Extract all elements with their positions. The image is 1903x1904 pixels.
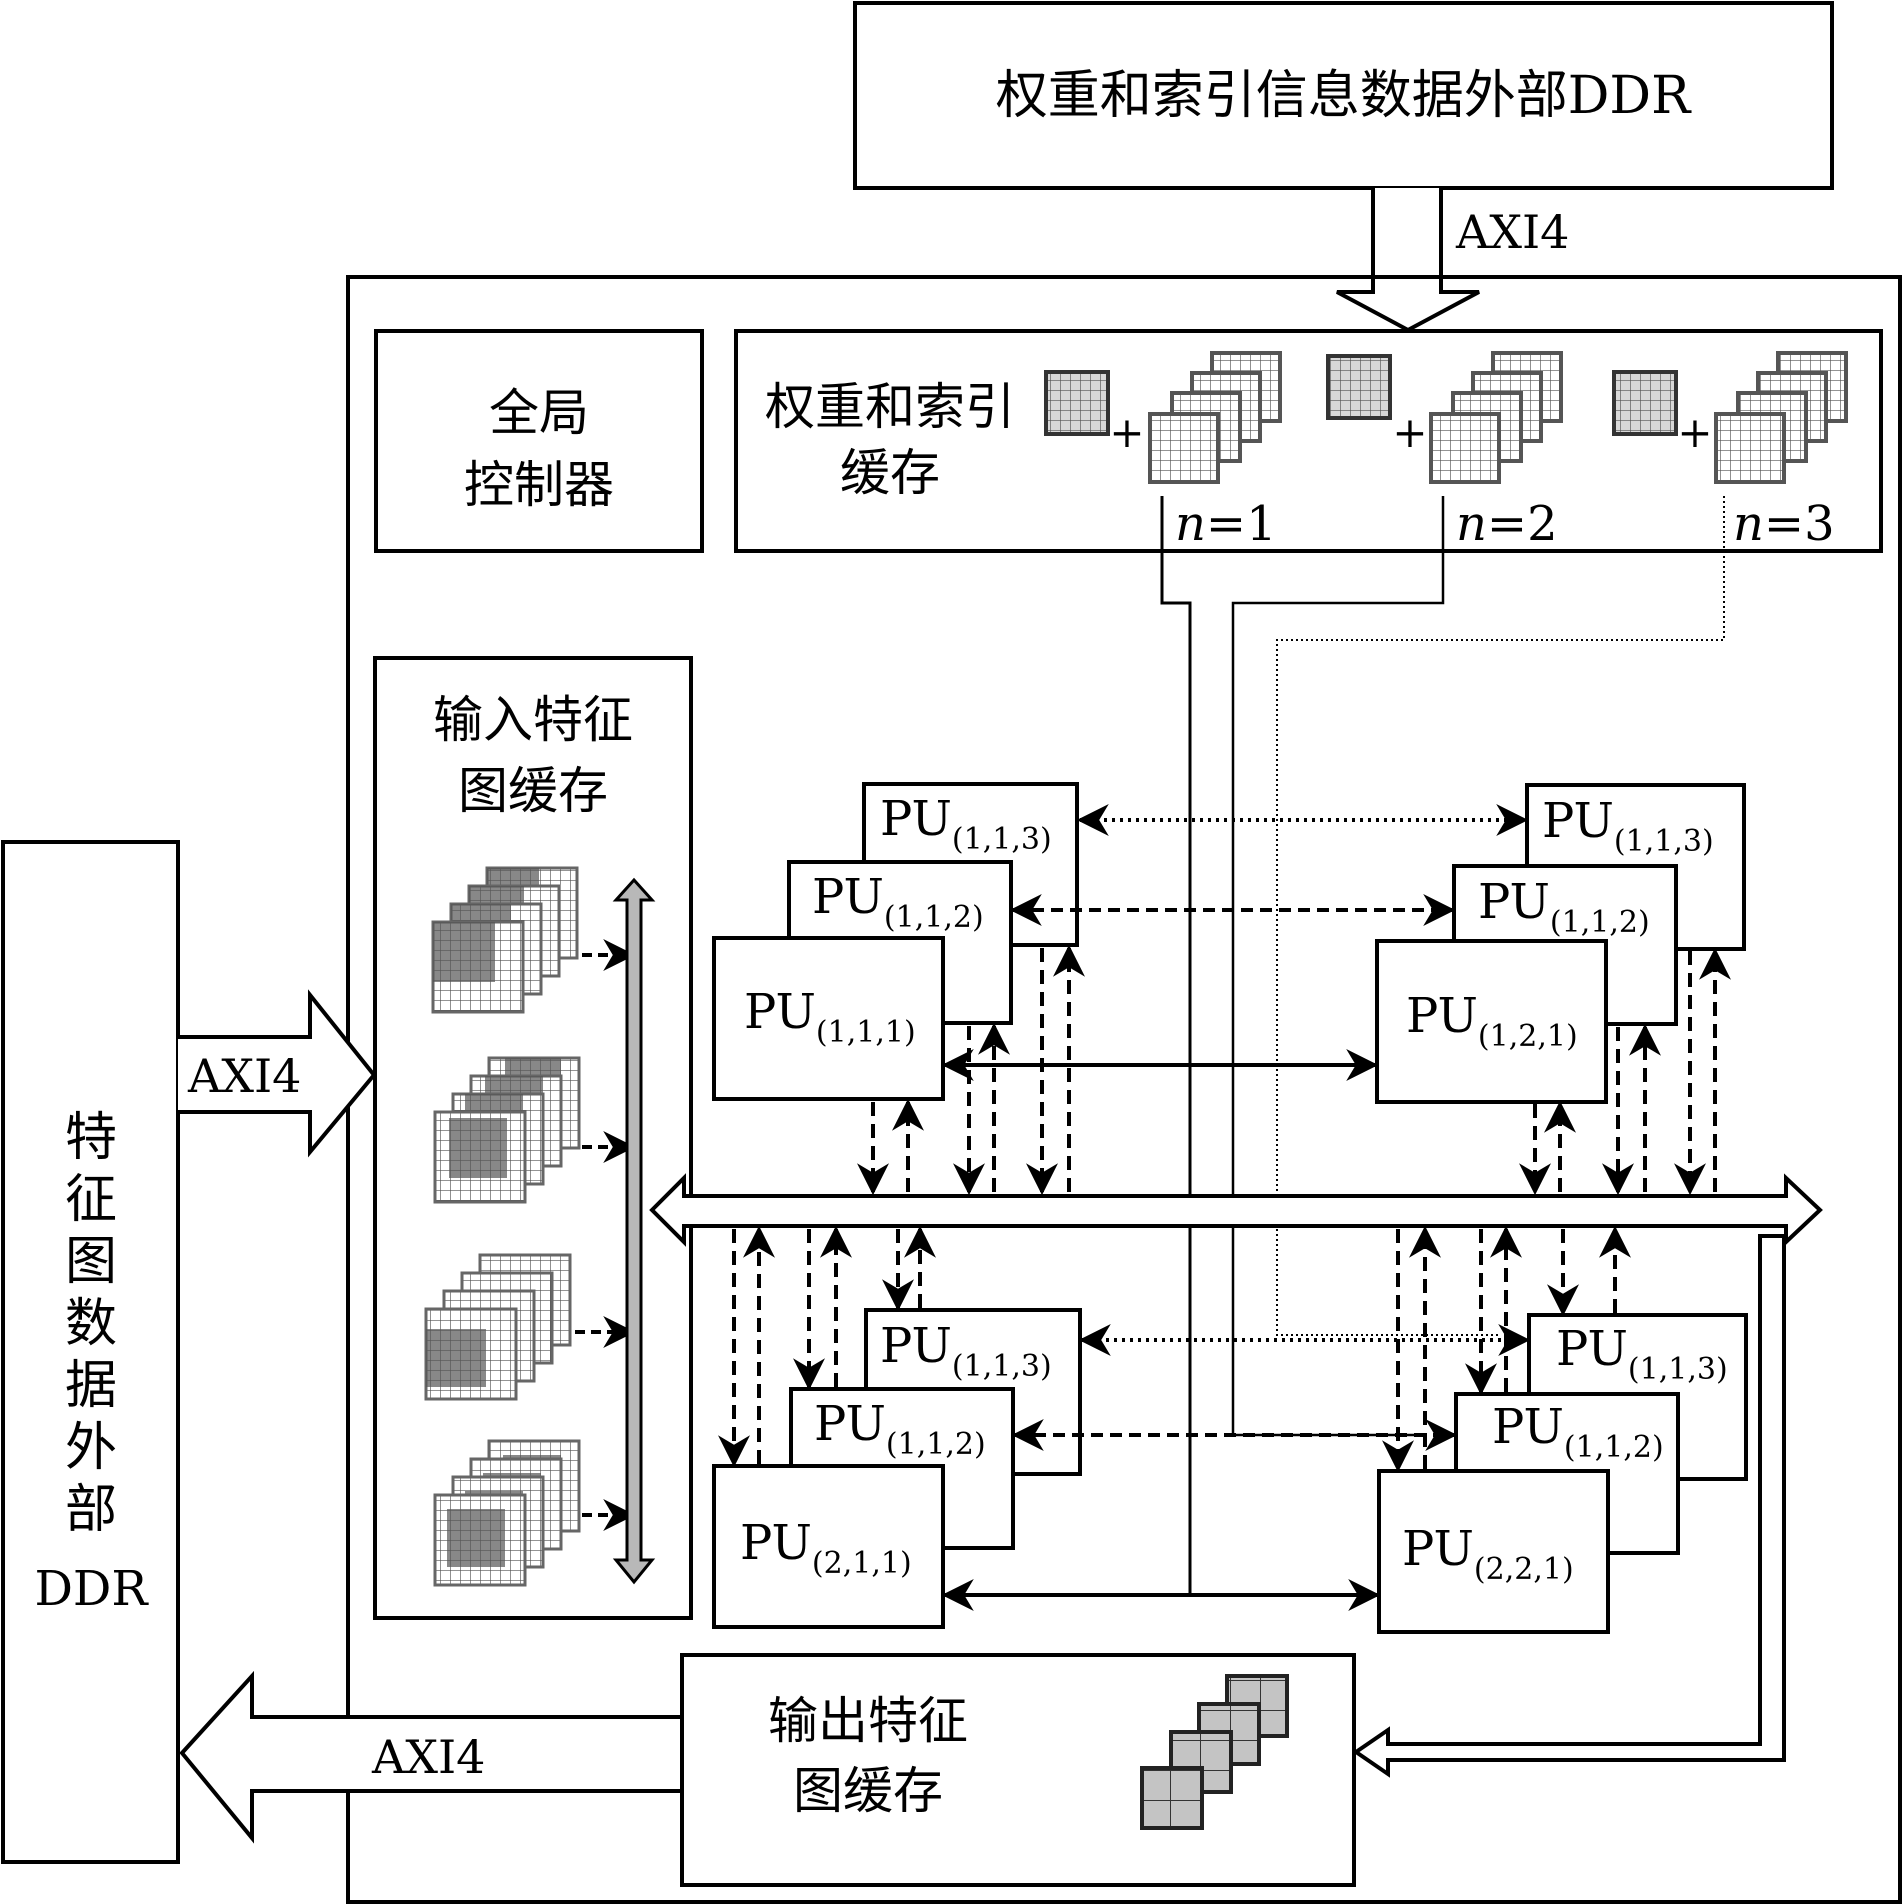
pu-subscript: (1,1,3) bbox=[1628, 1352, 1728, 1387]
output-buffer-line2: 图缓存 bbox=[793, 1762, 943, 1820]
group-n-value: =2 bbox=[1487, 496, 1558, 552]
axi4-left-out-arrow bbox=[179, 1670, 680, 1844]
pu-box bbox=[1375, 939, 1608, 1104]
pu-subscript: (1,1,2) bbox=[884, 900, 984, 935]
pu-label: PU(2,1,1) bbox=[740, 1515, 912, 1581]
input-buffer-line1: 输入特征 bbox=[433, 691, 633, 749]
global-controller-box bbox=[374, 329, 704, 553]
feature-ddr-char: 数 bbox=[65, 1294, 117, 1354]
pu-prefix: PU bbox=[1406, 988, 1478, 1044]
pu-subscript: (1,1,3) bbox=[952, 1349, 1052, 1384]
feature-ddr-char: 特 bbox=[65, 1108, 117, 1168]
weight-buffer-line1: 权重和索引 bbox=[765, 378, 1015, 436]
axi4-left-out-label: AXI4 bbox=[371, 1730, 485, 1784]
pu-subscript: (1,1,2) bbox=[1550, 905, 1650, 940]
weight-plus: + bbox=[1392, 408, 1427, 457]
axi4-left-in-label: AXI4 bbox=[187, 1049, 301, 1103]
group-n-value: =1 bbox=[1206, 496, 1277, 552]
pu-prefix: PU bbox=[812, 869, 884, 925]
group-label-n3: n=3 bbox=[1733, 496, 1835, 552]
pu-subscript: (1,1,1) bbox=[816, 1015, 916, 1050]
pu-label: PU(1,1,1) bbox=[744, 984, 916, 1050]
weight-group-icon-3 bbox=[1612, 351, 1848, 484]
pu-subscript: (1,1,3) bbox=[952, 822, 1052, 857]
pu-label: PU(1,1,2) bbox=[814, 1396, 986, 1462]
pu-label: PU(1,1,3) bbox=[1556, 1321, 1728, 1387]
group-n-symbol: n bbox=[1456, 496, 1487, 552]
global-controller-line2: 控制器 bbox=[464, 456, 614, 514]
pu-group-bottom-right: PU(1,1,3) PU(1,1,2) PU(2,2,1) bbox=[1377, 1313, 1748, 1634]
pu-subscript: (1,2,1) bbox=[1478, 1019, 1578, 1054]
weight-plus: + bbox=[1109, 408, 1144, 457]
output-buffer-line1: 输出特征 bbox=[768, 1692, 968, 1750]
pu-group-top-right: PU(1,1,3) PU(1,1,2) PU(1,2,1) bbox=[1375, 783, 1746, 1104]
pu-prefix: PU bbox=[1542, 793, 1614, 849]
weight-index-buffer-box bbox=[734, 329, 1883, 553]
group-label-n2: n=2 bbox=[1456, 496, 1558, 552]
feature-ddr-char: 据 bbox=[65, 1356, 117, 1416]
output-feature-icon bbox=[1140, 1674, 1289, 1830]
feature-ddr-char: 征 bbox=[65, 1170, 117, 1230]
feature-ddr-char: 部 bbox=[65, 1480, 117, 1540]
global-controller-line1: 全局 bbox=[489, 384, 589, 442]
group-n-value: =3 bbox=[1764, 496, 1835, 552]
pu-label: PU(2,2,1) bbox=[1402, 1521, 1574, 1587]
pu-horizontal-links bbox=[941, 804, 1531, 1611]
group-label-n1: n=1 bbox=[1175, 496, 1277, 552]
pu-prefix: PU bbox=[880, 1318, 952, 1374]
feature-ddr-char: 外 bbox=[65, 1418, 117, 1478]
weight-ddr-label: 权重和索引信息数据外部DDR bbox=[996, 66, 1692, 126]
weight-plus: + bbox=[1677, 408, 1712, 457]
weight-group-icon-1 bbox=[1044, 351, 1282, 484]
input-feature-stack-3 bbox=[424, 1253, 572, 1401]
weight-group-icon-2 bbox=[1326, 351, 1563, 484]
input-stack-arrows bbox=[575, 939, 636, 1531]
pu-prefix: PU bbox=[744, 984, 816, 1040]
input-feature-stack-2 bbox=[433, 1056, 581, 1204]
pu-label: PU(1,1,3) bbox=[880, 791, 1052, 857]
bus-to-output-arrow bbox=[1352, 1234, 1786, 1778]
axi4-top-label: AXI4 bbox=[1455, 205, 1569, 259]
pu-subscript: (1,1,2) bbox=[1564, 1430, 1664, 1465]
input-feature-stack-1 bbox=[431, 866, 579, 1014]
pu-vertical-links bbox=[718, 944, 1731, 1473]
pu-prefix: PU bbox=[814, 1396, 886, 1452]
pu-box bbox=[712, 936, 945, 1101]
group-n-symbol: n bbox=[1733, 496, 1764, 552]
pu-box bbox=[712, 1464, 945, 1629]
pu-label: PU(1,1,2) bbox=[1492, 1399, 1664, 1465]
weight-buffer-line2: 缓存 bbox=[840, 444, 940, 502]
input-vertical-bus bbox=[612, 877, 656, 1585]
pu-prefix: PU bbox=[1556, 1321, 1628, 1377]
pu-box bbox=[1377, 1469, 1610, 1634]
feature-ddr-ddr: DDR bbox=[34, 1561, 149, 1617]
pu-label: PU(1,1,2) bbox=[1478, 874, 1650, 940]
pu-subscript: (1,1,2) bbox=[886, 1427, 986, 1462]
pu-prefix: PU bbox=[1402, 1521, 1474, 1577]
pu-label: PU(1,1,3) bbox=[880, 1318, 1052, 1384]
pu-prefix: PU bbox=[880, 791, 952, 847]
input-buffer-line2: 图缓存 bbox=[458, 762, 608, 820]
weight-ddr-box bbox=[853, 1, 1834, 190]
pu-subscript: (2,1,1) bbox=[812, 1546, 912, 1581]
pu-group-top-left: PU(1,1,3) PU(1,1,2) PU(1,1,1) bbox=[712, 782, 1079, 1101]
pu-label: PU(1,1,2) bbox=[812, 869, 984, 935]
feature-ddr-char: 图 bbox=[65, 1232, 117, 1292]
input-feature-stack-4 bbox=[433, 1439, 581, 1587]
pu-subscript: (1,1,3) bbox=[1614, 824, 1714, 859]
pu-label: PU(1,1,3) bbox=[1542, 793, 1714, 859]
main-horizontal-bus bbox=[649, 1173, 1823, 1247]
group-n-symbol: n bbox=[1175, 496, 1206, 552]
pu-prefix: PU bbox=[1492, 1399, 1564, 1455]
pu-group-bottom-left: PU(1,1,3) PU(1,1,2) PU(2,1,1) bbox=[712, 1308, 1082, 1629]
pu-prefix: PU bbox=[1478, 874, 1550, 930]
pu-prefix: PU bbox=[740, 1515, 812, 1571]
pu-label: PU(1,2,1) bbox=[1406, 988, 1578, 1054]
pu-subscript: (2,2,1) bbox=[1474, 1552, 1574, 1587]
feature-ddr-box bbox=[1, 840, 180, 1864]
